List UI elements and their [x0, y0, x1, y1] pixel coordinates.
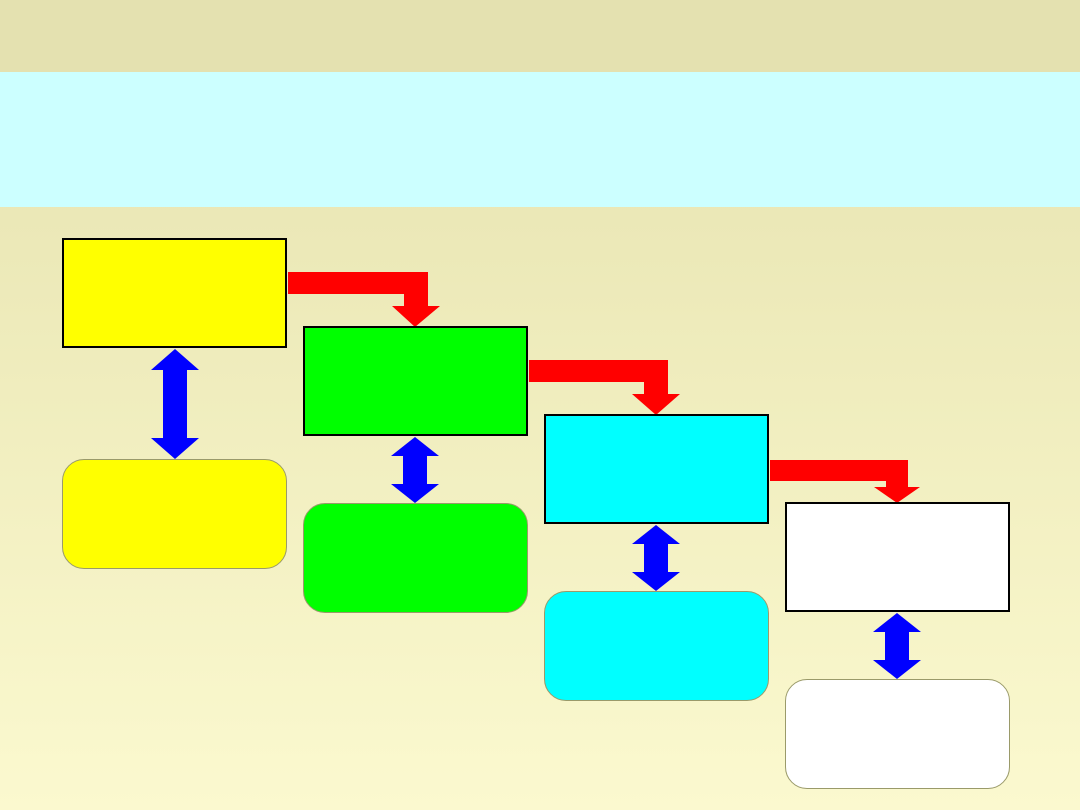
title-banner: [0, 72, 1080, 207]
link-arrow-3: [632, 525, 680, 591]
flow-arrow-2-to-3: [529, 360, 680, 415]
stage-box-2: [303, 326, 528, 436]
detail-box-3: [544, 591, 769, 701]
stage-box-4: [785, 502, 1010, 612]
link-arrow-2: [391, 437, 439, 503]
link-arrow-4: [873, 613, 921, 679]
flow-arrow-3-to-4: [770, 460, 920, 503]
flow-arrow-1-to-2: [288, 272, 440, 327]
detail-box-4: [785, 679, 1010, 789]
detail-box-2: [303, 503, 528, 613]
stage-box-3: [544, 414, 769, 524]
link-arrow-1: [151, 349, 199, 459]
stage-box-1: [62, 238, 287, 348]
detail-box-1: [62, 459, 287, 569]
top-band: [0, 0, 1080, 72]
